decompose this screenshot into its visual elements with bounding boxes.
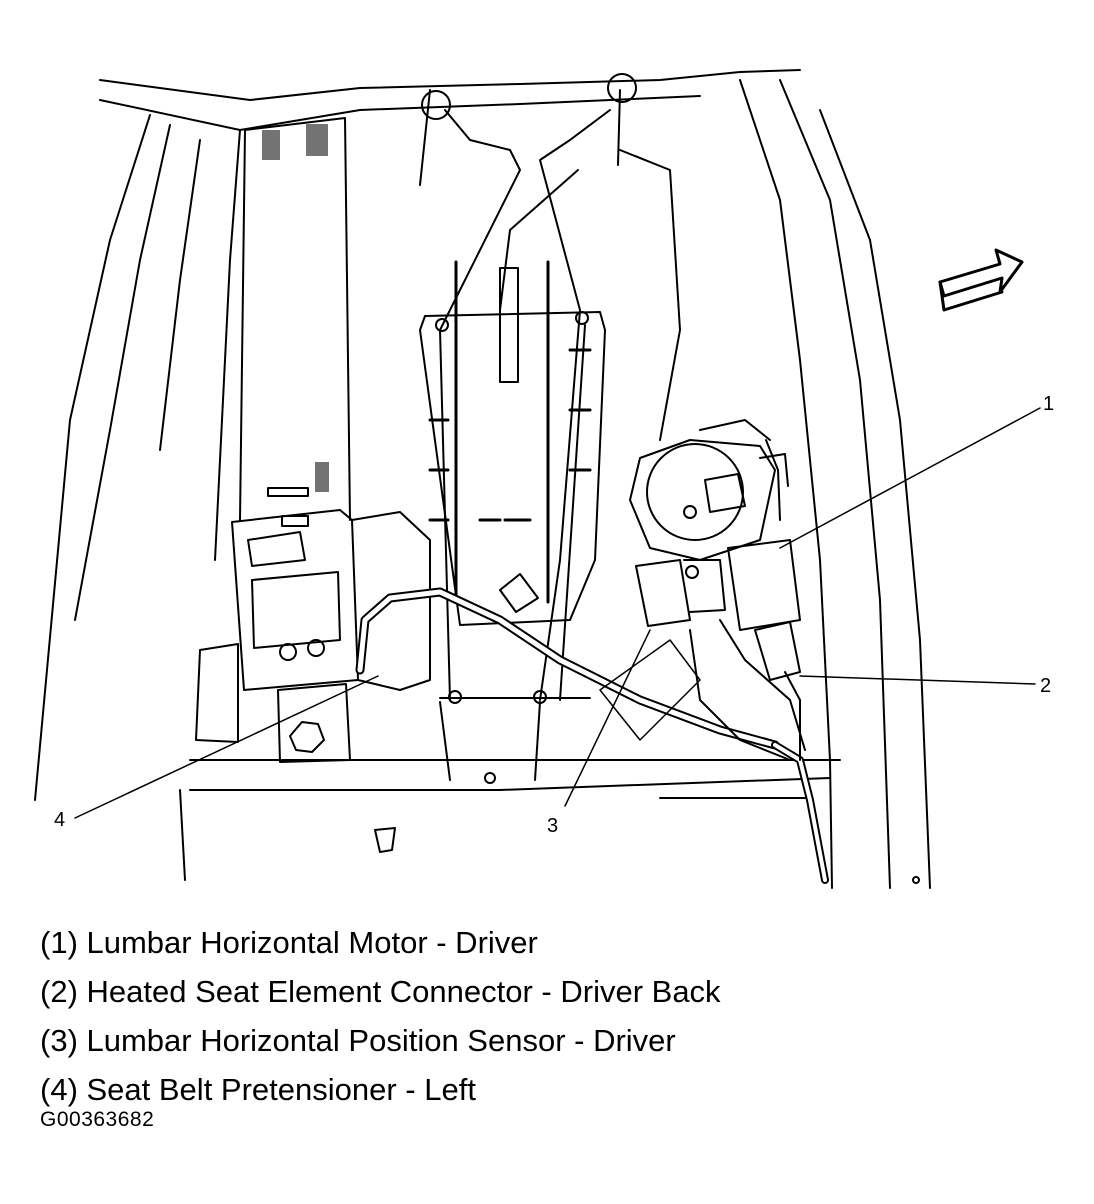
lumbar-horizontal-motor bbox=[629, 419, 801, 681]
legend-item-4: (4) Seat Belt Pretensioner - Left bbox=[40, 1072, 476, 1107]
callout-number-2: 2 bbox=[1040, 675, 1051, 697]
component-legend: (1) Lumbar Horizontal Motor - Driver (2)… bbox=[40, 918, 1040, 1114]
callout-number-1: 1 bbox=[1043, 393, 1054, 415]
callout-number-4: 4 bbox=[54, 809, 65, 831]
seat-frame-outline bbox=[34, 69, 931, 889]
seat-belt-webbing bbox=[239, 117, 351, 521]
seat-belt-pretensioner-unit bbox=[195, 509, 431, 763]
seat-back-frame bbox=[419, 73, 681, 781]
lumbar-position-sensor bbox=[635, 559, 726, 627]
component-location-diagram: 1 2 3 4 bbox=[34, 69, 1054, 889]
legend-item-1: (1) Lumbar Horizontal Motor - Driver bbox=[40, 925, 538, 960]
legend-item-3: (3) Lumbar Horizontal Position Sensor - … bbox=[40, 1023, 676, 1058]
wiring-harness bbox=[355, 587, 829, 884]
callout-number-3: 3 bbox=[547, 815, 558, 837]
figure-id: G00363682 bbox=[40, 1108, 155, 1131]
callout-leaders bbox=[74, 407, 1041, 819]
direction-arrow-icon bbox=[938, 248, 1024, 312]
legend-item-2: (2) Heated Seat Element Connector - Driv… bbox=[40, 974, 721, 1009]
